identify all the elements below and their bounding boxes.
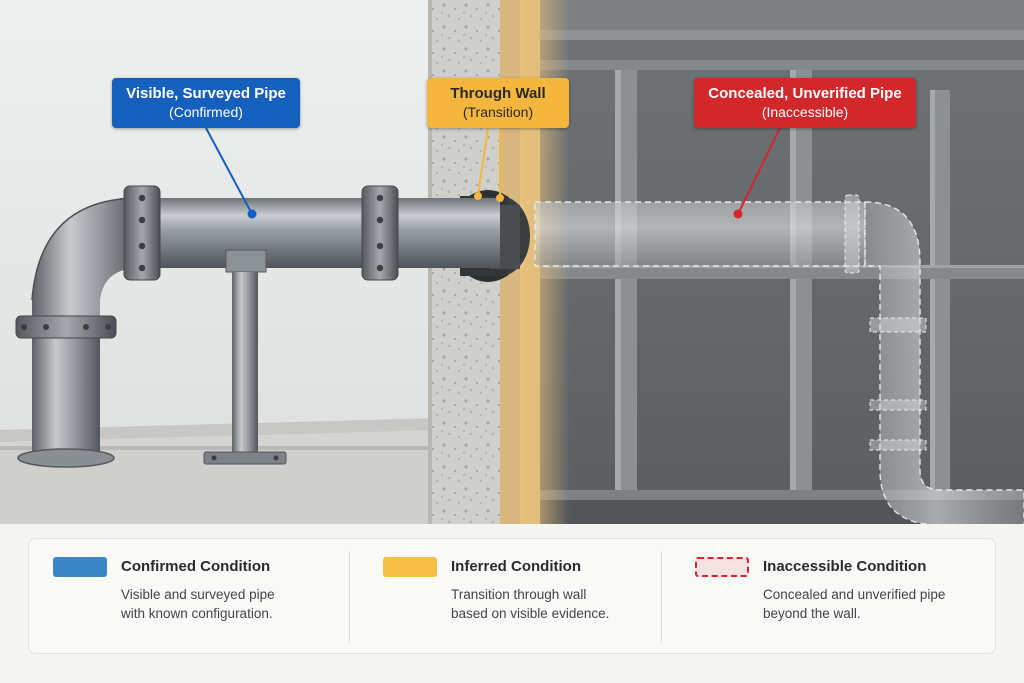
callout-title: Concealed, Unverified Pipe bbox=[708, 85, 902, 102]
legend-desc-line: Concealed and unverified pipe bbox=[763, 587, 946, 602]
legend-swatch-inaccessible bbox=[695, 557, 749, 577]
legend-description: Concealed and unverified pipe beyond the… bbox=[763, 585, 993, 623]
callout-through-wall: Through Wall (Transition) bbox=[427, 78, 569, 128]
legend-swatch-confirmed bbox=[53, 557, 107, 577]
callout-title: Visible, Surveyed Pipe bbox=[126, 85, 286, 102]
pipe-scene-illustration bbox=[0, 0, 1024, 524]
callout-subtitle: (Transition) bbox=[462, 104, 534, 120]
legend-swatch-inferred bbox=[383, 557, 437, 577]
legend-desc-line: beyond the wall. bbox=[763, 606, 861, 621]
legend-description: Visible and surveyed pipe with known con… bbox=[121, 585, 351, 623]
legend-title: Inaccessible Condition bbox=[763, 558, 927, 575]
legend-divider bbox=[661, 551, 662, 643]
concealed-pipe bbox=[534, 194, 1024, 524]
callout-concealed-pipe: Concealed, Unverified Pipe (Inaccessible… bbox=[694, 78, 916, 128]
leader-lines bbox=[205, 127, 781, 219]
legend-desc-line: Transition through wall bbox=[451, 587, 587, 602]
callout-title: Through Wall bbox=[450, 85, 546, 102]
callout-visible-pipe: Visible, Surveyed Pipe (Confirmed) bbox=[112, 78, 300, 128]
legend-item-inaccessible: Inaccessible Condition Concealed and unv… bbox=[695, 539, 985, 655]
visible-pipe bbox=[15, 185, 500, 468]
legend-item-confirmed: Confirmed Condition Visible and surveyed… bbox=[53, 539, 353, 655]
legend-item-inferred: Inferred Condition Transition through wa… bbox=[383, 539, 683, 655]
callout-subtitle: (Inaccessible) bbox=[761, 104, 849, 120]
legend-divider bbox=[349, 551, 350, 643]
legend-title: Inferred Condition bbox=[451, 558, 581, 575]
legend-desc-line: based on visible evidence. bbox=[451, 606, 610, 621]
legend-title: Confirmed Condition bbox=[121, 558, 271, 575]
legend-desc-line: Visible and surveyed pipe bbox=[121, 587, 275, 602]
legend-desc-line: with known configuration. bbox=[121, 606, 273, 621]
legend-panel: Confirmed Condition Visible and surveyed… bbox=[28, 538, 996, 654]
callout-subtitle: (Confirmed) bbox=[169, 104, 243, 120]
legend-description: Transition through wall based on visible… bbox=[451, 585, 681, 623]
